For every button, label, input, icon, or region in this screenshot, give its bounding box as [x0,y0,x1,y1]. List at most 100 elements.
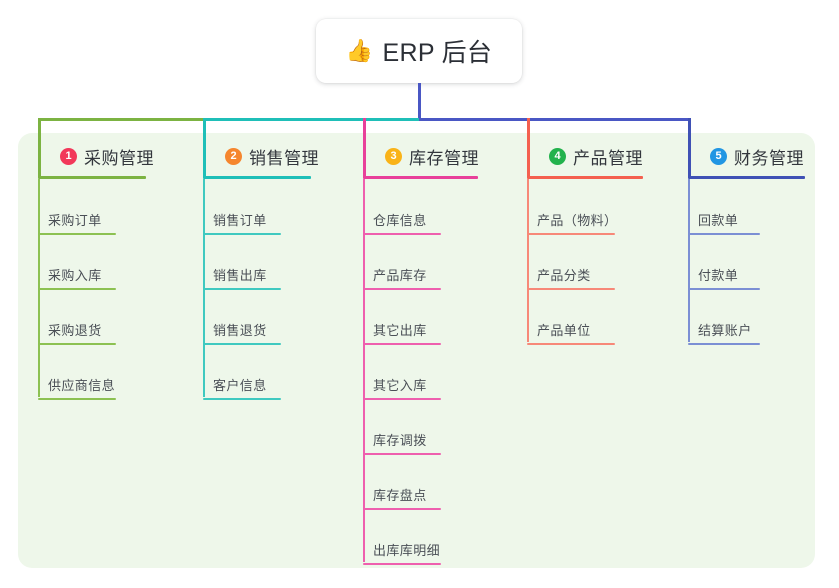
branch-spine-4 [527,179,529,342]
leaf-item-label: 产品（物料） [537,213,618,228]
leaf-item-label: 产品库存 [373,268,427,283]
branch-spine-3 [363,179,365,562]
branch-header-2[interactable]: 2 销售管理 [203,143,319,169]
leaf-item-underline [363,563,441,565]
leaf-item-underline [688,288,760,290]
leaf-item-underline [363,453,441,455]
root-node-content: 👍 ERP 后台 [346,33,492,69]
branch-column-3: 3 库存管理 [363,143,479,169]
leaf-item-label: 结算账户 [698,323,752,338]
branch-underline-1 [38,176,146,179]
leaf-item-underline [38,398,116,400]
leaf-item-label: 付款单 [698,268,739,283]
leaf-item-label: 采购订单 [48,213,102,228]
branch-header-4[interactable]: 4 产品管理 [527,143,643,169]
leaf-item[interactable]: 结算账户 [688,320,760,345]
leaf-item-underline [203,343,281,345]
branch-title-1: 采购管理 [84,148,154,168]
branch-badge-5: 5 [710,147,727,165]
leaf-item[interactable]: 产品单位 [527,320,615,345]
leaf-item-label: 采购入库 [48,268,102,283]
branch-column-4: 4 产品管理 [527,143,643,169]
branch-drop-2 [203,118,206,178]
leaf-item-underline [363,508,441,510]
leaf-item-label: 采购退货 [48,323,102,338]
leaf-item[interactable]: 采购订单 [38,210,116,235]
branch-column-1: 1 采购管理 [38,143,154,169]
leaf-item-label: 客户信息 [213,378,267,393]
leaf-item-label: 出库库明细 [373,543,441,558]
leaf-item[interactable]: 采购退货 [38,320,116,345]
branch-header-1[interactable]: 1 采购管理 [38,143,154,169]
root-node-erp-backend[interactable]: 👍 ERP 后台 [316,19,522,83]
leaf-item[interactable]: 产品分类 [527,265,615,290]
leaf-item-label: 供应商信息 [48,378,116,393]
branch-underline-5 [688,176,805,179]
branch-underline-4 [527,176,643,179]
leaf-item[interactable]: 付款单 [688,265,760,290]
diagram-background-panel [18,133,815,568]
branch-drop-3 [363,118,366,178]
leaf-item-underline [688,233,760,235]
leaf-item[interactable]: 销售退货 [203,320,281,345]
leaf-item-label: 其它入库 [373,378,427,393]
leaf-item[interactable]: 客户信息 [203,375,281,400]
branch-badge-2: 2 [225,147,242,165]
branch-header-5[interactable]: 5 财务管理 [688,143,804,169]
leaf-item-underline [688,343,760,345]
leaf-item[interactable]: 其它出库 [363,320,441,345]
leaf-item[interactable]: 其它入库 [363,375,441,400]
root-vertical-connector [418,83,421,121]
branch-drop-1 [38,118,41,178]
branch-column-5: 5 财务管理 [688,143,804,169]
leaf-item-underline [38,233,116,235]
leaf-item[interactable]: 仓库信息 [363,210,441,235]
leaf-item[interactable]: 库存调拨 [363,430,441,455]
leaf-item[interactable]: 库存盘点 [363,485,441,510]
leaf-item-underline [363,288,441,290]
leaf-item[interactable]: 销售出库 [203,265,281,290]
leaf-item-label: 库存调拨 [373,433,427,448]
bus-segment-2 [204,118,421,121]
leaf-item[interactable]: 供应商信息 [38,375,121,400]
leaf-item-label: 其它出库 [373,323,427,338]
branch-badge-1: 1 [60,147,77,165]
branch-header-3[interactable]: 3 库存管理 [363,143,479,169]
branch-underline-2 [203,176,311,179]
branch-title-3: 库存管理 [409,148,479,168]
leaf-item-underline [203,288,281,290]
leaf-item-label: 库存盘点 [373,488,427,503]
branch-title-4: 产品管理 [573,148,643,168]
branch-underline-3 [363,176,478,179]
leaf-item-label: 回款单 [698,213,739,228]
branch-spine-5 [688,179,690,342]
branch-drop-5 [688,118,691,178]
branch-title-2: 销售管理 [249,148,319,168]
leaf-item-label: 销售订单 [213,213,267,228]
leaf-item[interactable]: 采购入库 [38,265,116,290]
leaf-item-underline [203,233,281,235]
branch-badge-3: 3 [385,147,402,165]
leaf-item-underline [363,343,441,345]
leaf-item-underline [527,288,615,290]
leaf-item[interactable]: 产品库存 [363,265,441,290]
branch-drop-4 [527,118,530,178]
leaf-item-label: 销售出库 [213,268,267,283]
leaf-item[interactable]: 回款单 [688,210,760,235]
leaf-item-label: 销售退货 [213,323,267,338]
leaf-item[interactable]: 出库库明细 [363,540,446,565]
leaf-item-underline [38,288,116,290]
leaf-item-label: 产品单位 [537,323,591,338]
leaf-item[interactable]: 产品（物料） [527,210,623,235]
branch-badge-4: 4 [549,147,566,165]
branch-title-5: 财务管理 [734,148,804,168]
leaf-item-underline [363,233,441,235]
leaf-item-label: 产品分类 [537,268,591,283]
bus-segment-1 [39,118,204,121]
root-node-title: ERP 后台 [382,39,493,67]
leaf-item-underline [527,233,615,235]
leaf-item-underline [38,343,116,345]
leaf-item-label: 仓库信息 [373,213,427,228]
leaf-item[interactable]: 销售订单 [203,210,281,235]
